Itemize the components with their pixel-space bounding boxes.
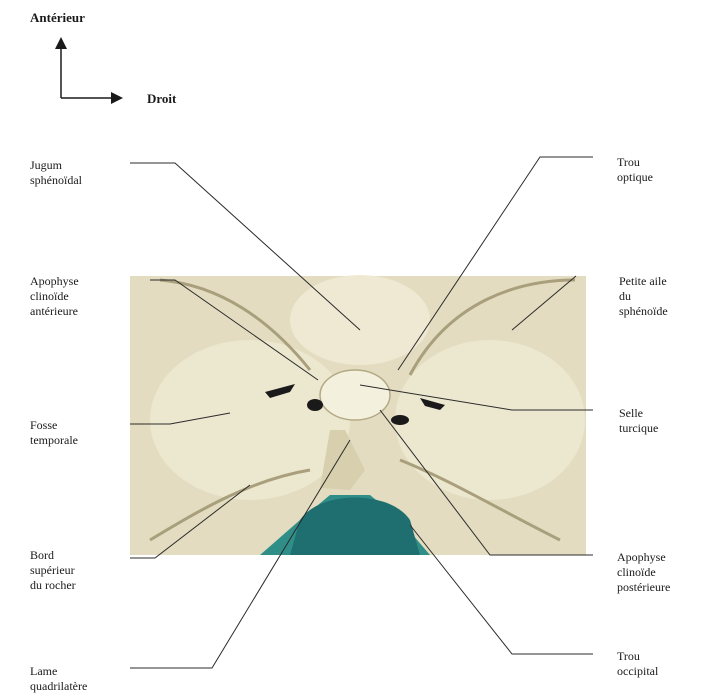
jugum-surface [290, 275, 430, 365]
label-bord-superieur-rocher: Bord supérieur du rocher [30, 548, 76, 593]
orientation-arrows [61, 40, 120, 98]
label-fosse-temporale: Fosse temporale [30, 418, 78, 448]
label-lame-quadrilatere: Lame quadrilatère [30, 664, 87, 694]
label-petite-aile-sphenoide: Petite aile du sphénoïde [619, 274, 668, 319]
right-temporal-fossa [395, 340, 585, 500]
right-optic-foramen [391, 415, 409, 425]
label-jugum-sphenoidal: Jugum sphénoïdal [30, 158, 82, 188]
left-temporal-fossa [150, 340, 350, 500]
left-optic-foramen [307, 399, 323, 411]
label-apophyse-clinoide-anterieure: Apophyse clinoïde antérieure [30, 274, 79, 319]
label-trou-optique: Trou optique [617, 155, 653, 185]
label-selle-turcique: Selle turcique [619, 406, 658, 436]
label-apophyse-clinoide-posterieure: Apophyse clinoïde postérieure [617, 550, 670, 595]
label-trou-occipital: Trou occipital [617, 649, 658, 679]
sella-turcica [320, 370, 390, 420]
sphenoid-photo [130, 275, 586, 555]
